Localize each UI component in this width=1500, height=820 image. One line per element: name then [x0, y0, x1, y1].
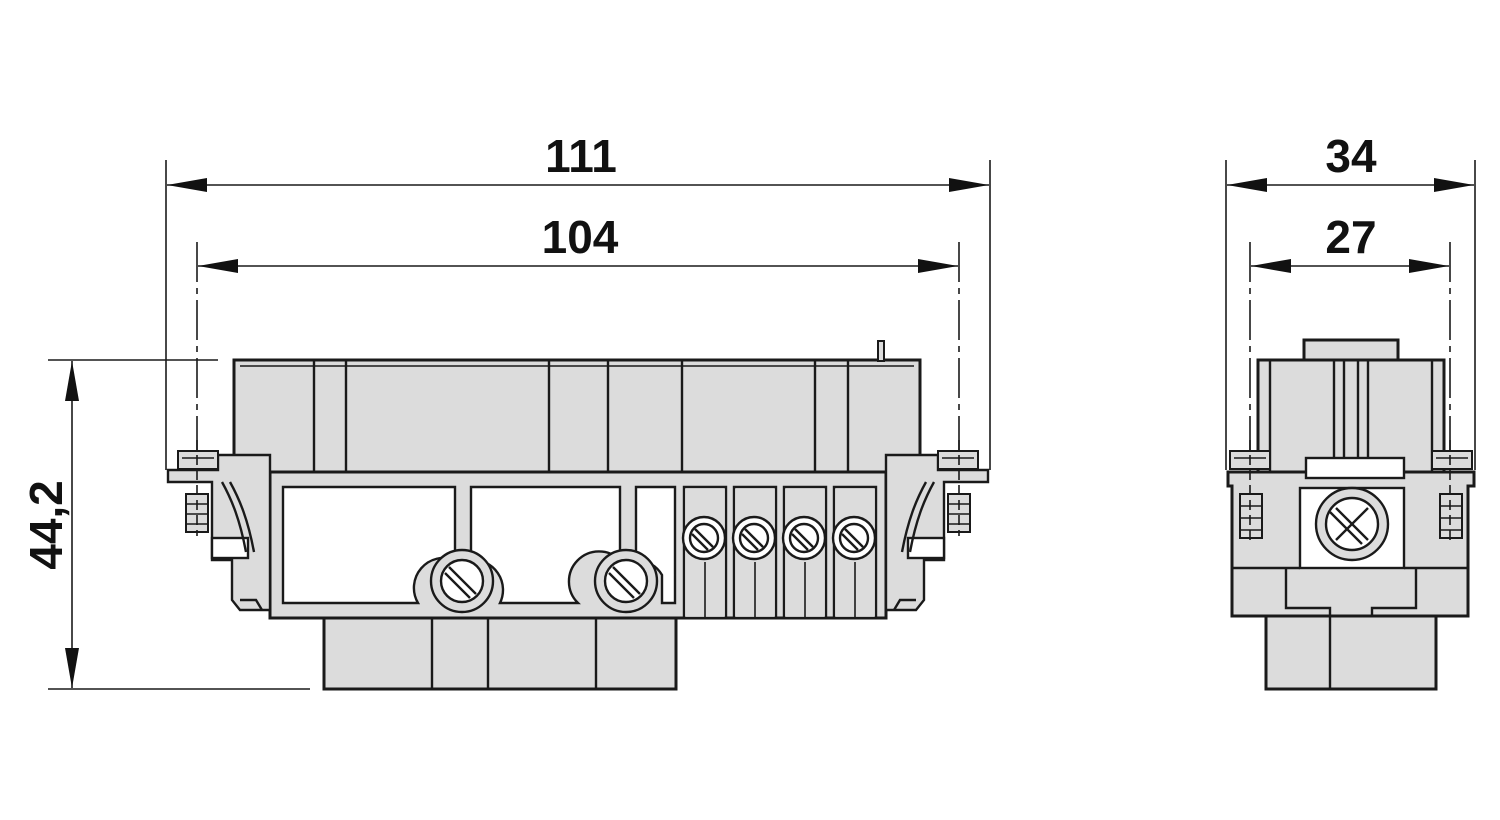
terminal-screw-small [831, 515, 877, 561]
dimension-label-height: 44,2 [20, 480, 72, 570]
dimension-104: 104 [196, 211, 960, 470]
front-view [166, 340, 990, 691]
side-view [1226, 338, 1476, 691]
terminal-screw-large-2 [593, 548, 659, 614]
dimension-height: 44,2 [20, 359, 310, 690]
side-lower-insert [1264, 614, 1438, 691]
dimension-label-111: 111 [545, 130, 617, 182]
upper-housing [232, 358, 922, 474]
side-right-fixing-screw [1431, 440, 1473, 540]
dimension-34: 34 [1225, 130, 1476, 470]
terminal-screw-small [681, 515, 727, 561]
side-housing-ribs [1268, 360, 1434, 472]
side-upper-housing [1256, 358, 1446, 474]
fixing-screw-head [937, 450, 979, 470]
power-contact-cavity-2 [469, 485, 622, 605]
lower-insert [322, 615, 678, 691]
signal-terminal-screws [681, 515, 877, 561]
side-top-slot [1304, 456, 1406, 480]
side-terminal-screw [1314, 486, 1390, 562]
terminal-screw-small [731, 515, 777, 561]
dimension-27: 27 [1249, 211, 1451, 470]
lower-insert-divisions [430, 617, 598, 689]
dimension-label-104: 104 [542, 211, 619, 263]
terminal-screw-large-1 [429, 548, 495, 614]
dimension-label-34: 34 [1325, 130, 1377, 182]
left-mounting-bracket [166, 440, 272, 612]
terminal-screw-small [781, 515, 827, 561]
dimension-111: 111 [165, 130, 991, 470]
dimension-label-27: 27 [1325, 211, 1376, 263]
coding-pin [877, 340, 885, 362]
fixing-screw-head [177, 450, 219, 470]
fixing-screw-shaft [947, 493, 971, 533]
side-left-fixing-screw [1229, 440, 1271, 540]
right-mounting-bracket [884, 440, 990, 612]
housing-ribs [312, 360, 850, 472]
fixing-screw-shaft [185, 493, 209, 533]
